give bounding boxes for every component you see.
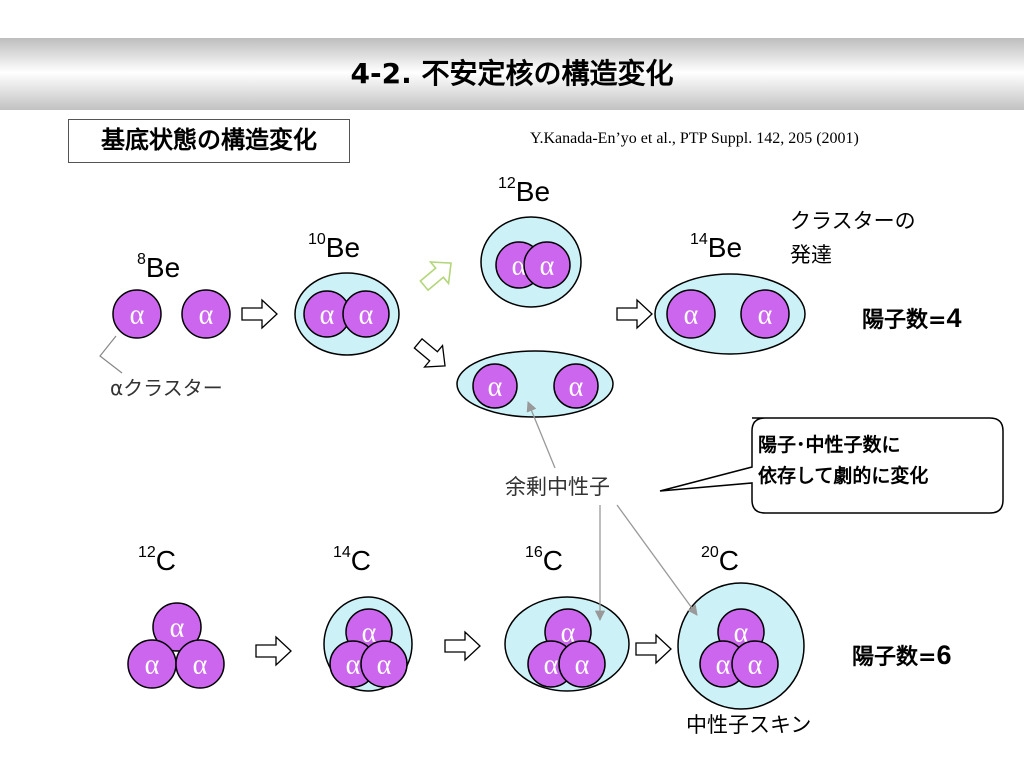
label-be14: 14Be [690, 231, 743, 263]
excess-neutron-pointer-c20 [616, 504, 698, 616]
callout-line-2: 依存して劇的に変化 [758, 465, 929, 487]
label-be12: 12Be [498, 175, 551, 207]
alpha-particle-be10 [342, 290, 390, 338]
title-bar: 4-2. 不安定核の構造変化 [0, 38, 1024, 110]
alpha-label-c16: α [575, 650, 590, 681]
alpha-label-be12-excited: α [569, 372, 584, 403]
excess-neutrons-label: 余剰中性子 [505, 475, 610, 499]
alpha-label-be14: α [758, 300, 773, 331]
callout-line-1: 陽子･中性子数に [758, 434, 901, 456]
alpha-label-be10: α [359, 300, 374, 331]
callout-bubble [659, 417, 1004, 514]
cluster-development-line1: クラスターの [790, 209, 916, 233]
alpha-label-c14: α [346, 650, 361, 681]
alpha-label-c12: α [170, 613, 185, 644]
alpha-label-c20: α [716, 650, 731, 681]
arrow-c16-to-c20 [635, 633, 672, 665]
label-be10: 10Be [308, 231, 361, 263]
alpha-label-c12: α [193, 650, 208, 681]
label-be8: 8Be [137, 251, 181, 283]
alpha-cluster-label: αクラスター [110, 376, 223, 400]
alpha-particle-c20 [731, 640, 779, 688]
alpha-label-be8: α [199, 300, 214, 331]
proton-number-be: 陽子数=4 [862, 303, 962, 333]
label-c16: 16C [525, 544, 564, 576]
page-title: 4-2. 不安定核の構造変化 [350, 57, 674, 90]
alpha-label-c14: α [362, 618, 377, 649]
arrow-be8-to-be10 [241, 298, 278, 330]
alpha-label-be12: α [540, 251, 555, 282]
proton-number-c: 陽子数=6 [852, 640, 952, 670]
label-c14: 14C [333, 544, 372, 576]
alpha-particle-be8 [112, 289, 162, 339]
alpha-particle-be12 [523, 241, 571, 289]
alpha-label-c20: α [734, 618, 749, 649]
alpha-label-c16: α [544, 650, 559, 681]
arrow-c12-to-c14 [255, 635, 292, 667]
alpha-particle-c12 [152, 602, 202, 652]
alpha-label-be12: α [512, 251, 527, 282]
alpha-label-be8: α [130, 300, 145, 331]
alpha-label-c16: α [561, 618, 576, 649]
alpha-particle-c12 [175, 639, 225, 689]
excess-neutron-pointer-be12 [526, 401, 556, 469]
arrow-be12-to-be14 [616, 298, 653, 330]
cluster-development-line2: 発達 [790, 243, 832, 267]
alpha-particle-be12-excited [553, 363, 599, 409]
alpha-particle-be8 [181, 289, 231, 339]
alpha-particle-be14 [740, 289, 790, 339]
section-heading: 基底状態の構造変化 [68, 119, 350, 163]
alpha-label-be10: α [320, 300, 335, 331]
label-c20: 20C [701, 544, 740, 576]
alpha-label-be12-excited: α [488, 372, 503, 403]
label-c12: 12C [138, 544, 177, 576]
alpha-particle-be12-excited [472, 363, 518, 409]
callout-text: 陽子･中性子数に 依存して劇的に変化 [758, 430, 928, 492]
alpha-label-be14: α [684, 300, 699, 331]
alpha-particle-c16 [558, 640, 606, 688]
arrow-be10-to-be12-excited [413, 337, 446, 368]
arrow-be10-to-be12 [419, 261, 452, 292]
arrow-c14-to-c16 [444, 630, 481, 662]
neutron-skin-label: 中性子スキン [686, 713, 812, 737]
alpha-label-c20: α [748, 650, 763, 681]
alpha-cluster-pointer [99, 335, 123, 374]
alpha-particle-be14 [666, 289, 716, 339]
alpha-label-c12: α [145, 650, 160, 681]
citation: Y.Kanada-En’yo et al., PTP Suppl. 142, 2… [530, 130, 859, 147]
alpha-label-c14: α [377, 650, 392, 681]
alpha-particle-c14 [360, 640, 408, 688]
